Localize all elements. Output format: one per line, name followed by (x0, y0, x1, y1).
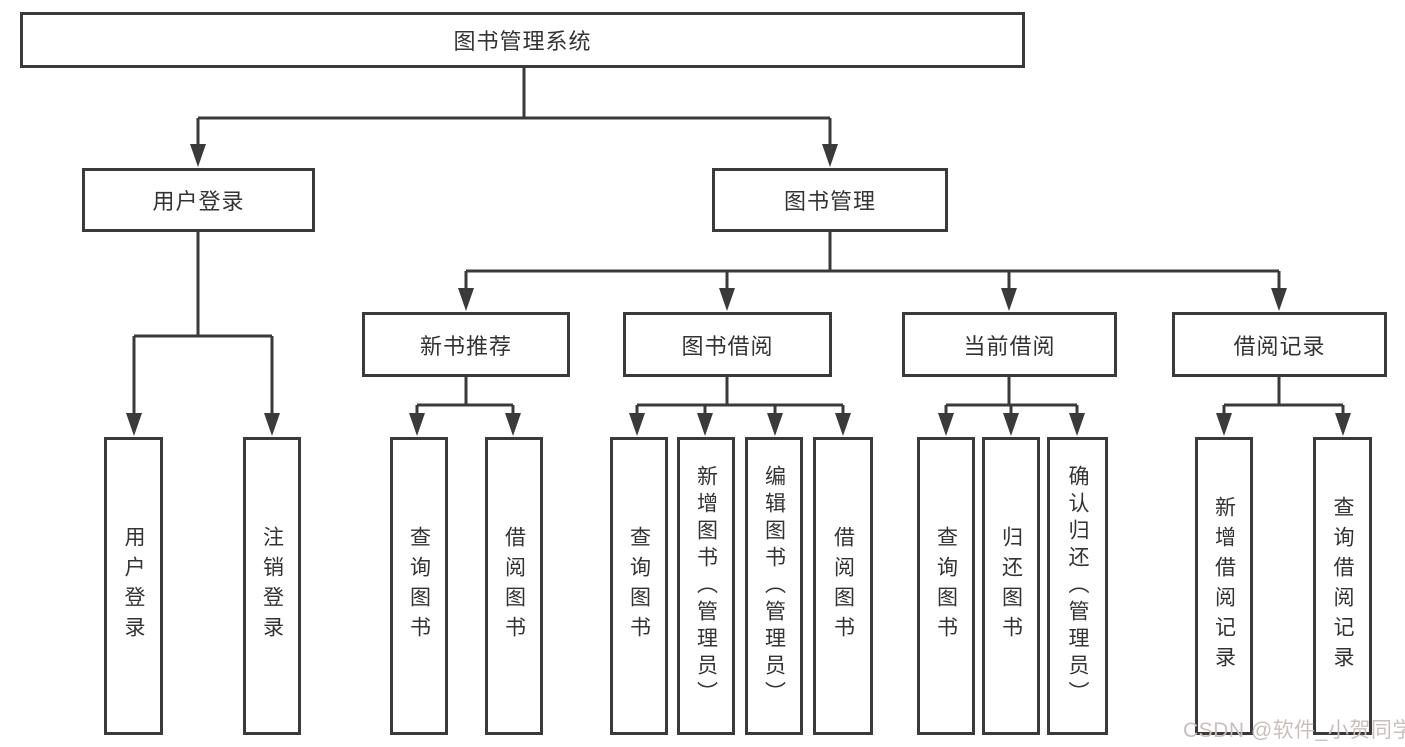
node-label: 用户登录 (152, 189, 245, 214)
leaf-label: 借阅图书 (831, 526, 855, 646)
node-label: 借阅记录 (1233, 333, 1326, 359)
leaf-borrow-books-recommend: 借阅图书 (485, 437, 543, 735)
leaf-borrow-books: 借阅图书 (813, 437, 873, 735)
csdn-watermark: CSDN @软件_小贺同学 (1183, 719, 1405, 742)
node-label: 图书管理系统 (453, 29, 592, 54)
leaf-add-books-admin: 新增图书（管理员） (677, 437, 735, 735)
leaf-label: 编辑图书（管理员） (762, 464, 786, 708)
leaf-label: 借阅图书 (502, 526, 526, 646)
node-label: 新书推荐 (419, 333, 512, 359)
node-current-borrow: 当前借阅 (902, 312, 1117, 377)
leaf-label: 查询图书 (627, 526, 651, 646)
node-book-management: 图书管理 (712, 168, 948, 232)
node-new-book-recommend: 新书推荐 (362, 312, 570, 377)
leaf-label: 查询借阅记录 (1331, 496, 1354, 676)
leaf-query-borrow-record: 查询借阅记录 (1313, 437, 1372, 735)
leaf-return-books: 归还图书 (982, 437, 1040, 735)
leaf-label: 查询图书 (934, 526, 958, 646)
leaf-label: 用户登录 (122, 526, 145, 646)
node-user-login: 用户登录 (82, 168, 315, 232)
leaf-add-borrow-record: 新增借阅记录 (1195, 437, 1253, 735)
leaf-label: 新增图书（管理员） (694, 464, 718, 708)
leaf-logout: 注销登录 (243, 437, 301, 735)
leaf-label: 查询图书 (407, 526, 431, 646)
leaf-user-login: 用户登录 (104, 437, 163, 735)
leaf-query-books-current: 查询图书 (917, 437, 975, 735)
leaf-query-books-recommend: 查询图书 (390, 437, 448, 735)
leaf-edit-books-admin: 编辑图书（管理员） (745, 437, 803, 735)
node-label: 图书管理 (783, 189, 876, 214)
node-borrow-records: 借阅记录 (1172, 312, 1387, 377)
leaf-label: 归还图书 (999, 526, 1023, 646)
leaf-confirm-return-admin: 确认归还（管理员） (1047, 437, 1108, 735)
node-book-borrow: 图书借阅 (623, 312, 832, 377)
node-label: 图书借阅 (681, 333, 774, 359)
leaf-label: 确认归还（管理员） (1066, 464, 1089, 708)
node-label: 当前借阅 (963, 333, 1056, 359)
leaf-label: 新增借阅记录 (1212, 496, 1236, 676)
node-library-management-system: 图书管理系统 (20, 12, 1025, 68)
leaf-query-books-borrow: 查询图书 (610, 437, 668, 735)
leaf-label: 注销登录 (260, 526, 284, 646)
